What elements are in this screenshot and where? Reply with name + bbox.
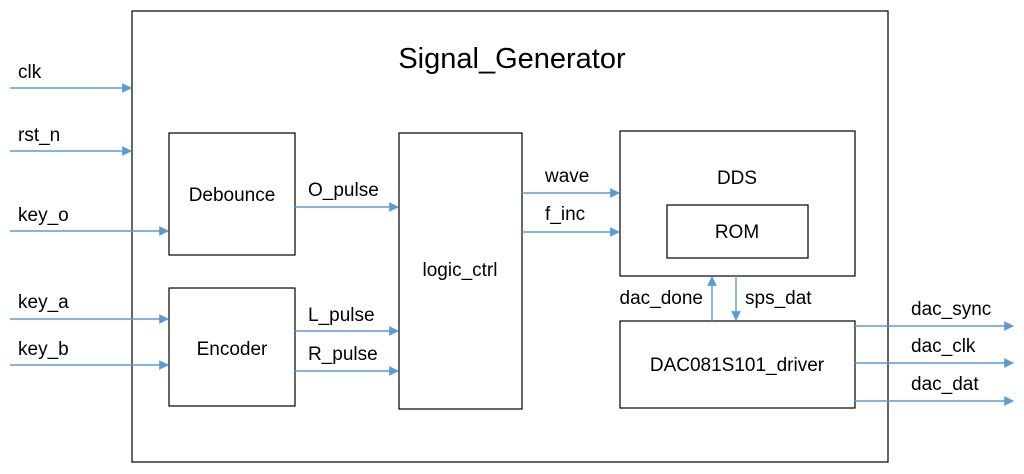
rst-n-label: rst_n: [18, 125, 60, 146]
r-pulse-label: R_pulse: [308, 344, 378, 365]
key-o-label: key_o: [18, 205, 69, 226]
logic-ctrl-label: logic_ctrl: [423, 260, 498, 281]
key-b-label: key_b: [18, 339, 69, 360]
logic-ctrl-block: [398, 132, 523, 410]
dac-sync-label: dac_sync: [911, 299, 991, 320]
encoder-label: Encoder: [197, 339, 268, 360]
rom-label: ROM: [715, 222, 759, 243]
debounce-block: [168, 132, 296, 256]
dac-driver-block: [619, 320, 856, 409]
o-pulse-label: O_pulse: [308, 180, 379, 201]
clk-label: clk: [18, 62, 42, 83]
l-pulse-label: L_pulse: [308, 305, 375, 326]
rom-block: [666, 204, 809, 259]
sps-dat-label: sps_dat: [745, 288, 812, 309]
debounce-label: Debounce: [189, 185, 276, 206]
dac-done-label: dac_done: [620, 288, 703, 309]
dac-dat-label: dac_dat: [911, 374, 979, 395]
diagram-title: Signal_Generator: [398, 43, 626, 75]
f-inc-label: f_inc: [545, 204, 585, 225]
wave-label: wave: [544, 166, 589, 187]
key-a-label: key_a: [18, 292, 69, 313]
dac-driver-label: DAC081S101_driver: [650, 355, 825, 376]
dds-label: DDS: [717, 168, 757, 189]
encoder-block: [168, 287, 296, 407]
dac-clk-label: dac_clk: [911, 336, 976, 357]
